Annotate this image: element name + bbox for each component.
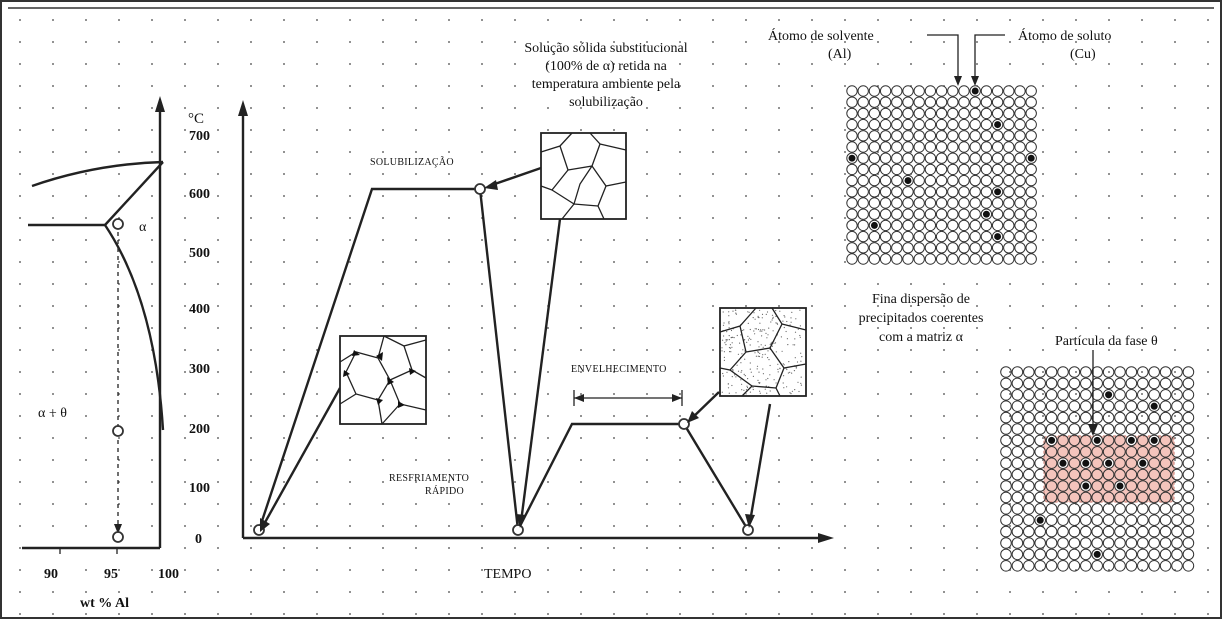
solute-pointer-arrowhead: [971, 76, 979, 86]
tick-label-600: 600: [189, 187, 210, 202]
composition-tick-100: 100: [158, 567, 179, 582]
state-point-alpha: [112, 218, 124, 230]
solubilization-cycle-line: [257, 187, 520, 531]
solvent-pointer-arrowhead: [954, 76, 962, 86]
time-axis-label: TEMPO: [484, 567, 531, 582]
alpha-theta-region-label: α + θ: [38, 406, 67, 421]
solid-solution-note-line2: (100% de α) retida na: [545, 59, 667, 74]
dispersion-note-line3: com a matriz α: [879, 330, 964, 345]
callout-quench-arrowhead: [516, 514, 526, 528]
callout-start-arrowhead: [260, 518, 270, 532]
callout-start-arrow: [261, 387, 342, 527]
callout-solubilized-arrow: [488, 166, 542, 188]
dispersion-note-line2: precipitados coerentes: [859, 311, 984, 326]
solid-solution-note-line4: solubilização: [569, 95, 643, 110]
quench-label-line2: RÁPIDO: [425, 485, 464, 497]
tick-label-700: 700: [189, 129, 210, 144]
state-point-room-temp: [112, 531, 124, 543]
solubilization-label: SOLUBILIZAÇÃO: [370, 156, 454, 168]
alpha-region-label: α: [139, 220, 147, 235]
aging-arrow-right: [672, 394, 682, 402]
solvent-label-line1: Átomo de solvente: [768, 27, 874, 44]
callout-solubilized-arrowhead: [484, 180, 498, 190]
lattice-section: Átomo de solvente (Al) Átomo de soluto (…: [768, 27, 1195, 572]
microstructure-solid-solution: [540, 132, 627, 220]
process-point-aged: [678, 418, 690, 430]
tick-label-200: 200: [189, 422, 210, 437]
solvent-label-line2: (Al): [828, 47, 852, 62]
process-point-solubilized: [474, 183, 486, 195]
tick-label-500: 500: [189, 246, 210, 261]
tick-label-300: 300: [189, 362, 210, 377]
state-point-two-phase: [112, 425, 124, 437]
aging-arrow-left: [574, 394, 584, 402]
microstructure-precipitated: [719, 307, 807, 397]
dispersion-note-line1: Fina dispersão de: [872, 292, 970, 307]
phase-axis-arrowhead: [155, 96, 165, 112]
solid-solution-lattice: [846, 85, 1037, 265]
solvent-pointer: [927, 34, 959, 78]
solid-solution-note-line1: Solução sólida substitucional: [524, 41, 687, 56]
composition-axis-label: wt % Al: [80, 596, 129, 611]
quench-label-line1: RESFRIAMENTO: [389, 473, 469, 484]
tick-label-0: 0: [195, 532, 202, 547]
callout-final-arrow: [748, 403, 772, 523]
aging-cycle-line: [516, 422, 750, 531]
tick-label-100: 100: [189, 481, 210, 496]
solute-label-line2: (Cu): [1070, 47, 1096, 62]
process-graph: SOLUBILIZAÇÃO RESFRIAMENTO RÁPIDO ENVELH…: [238, 41, 834, 582]
process-x-arrowhead: [818, 533, 834, 543]
process-point-final: [742, 524, 754, 536]
composition-tick-95: 95: [104, 567, 118, 582]
aging-label: ENVELHECIMENTO: [571, 364, 667, 375]
solute-label-line1: Átomo de soluto: [1018, 27, 1111, 44]
liquidus-curve: [31, 160, 164, 188]
solid-solution-note-line3: temperatura ambiente pela: [532, 77, 681, 92]
callout-final-arrowhead: [745, 514, 755, 528]
solvus-curve: [104, 224, 165, 431]
theta-pointer-arrowhead: [1088, 424, 1098, 436]
path-arrowhead: [114, 524, 122, 534]
temperature-unit: °C: [188, 111, 204, 127]
solute-pointer: [974, 34, 1005, 78]
process-y-arrowhead: [238, 100, 248, 116]
phase-diagram: °C 700 600 500 400 300 200 100 0 90 95 1…: [22, 96, 210, 611]
tick-label-400: 400: [189, 302, 210, 317]
callout-quench-arrow: [519, 218, 562, 523]
solidus-line: [104, 161, 164, 226]
microstructure-two-phase: [339, 335, 427, 425]
composition-tick-90: 90: [44, 567, 58, 582]
callout-aged-arrowhead: [687, 411, 699, 423]
theta-particle-label: Partícula da fase θ: [1055, 334, 1158, 349]
precipitate-lattice: [1000, 366, 1195, 572]
precipitate-speckle: [721, 309, 803, 395]
process-point-quenched: [512, 524, 524, 536]
